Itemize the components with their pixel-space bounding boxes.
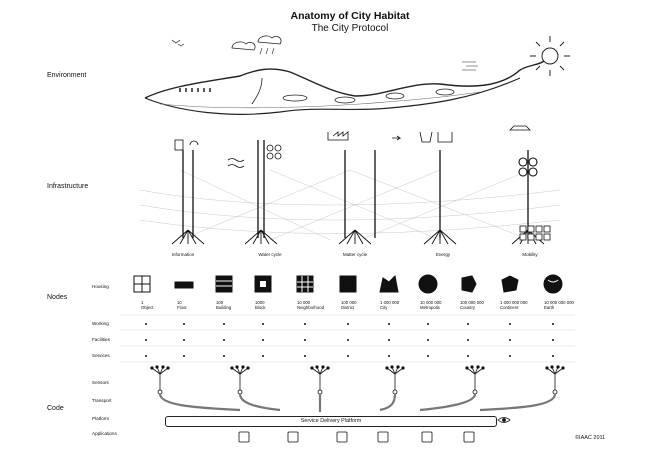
wifi-icon — [189, 140, 199, 146]
object-icon — [133, 275, 151, 293]
sensor-tree-3 — [310, 365, 330, 395]
sensor-tree-5 — [465, 365, 485, 395]
infra-label-mobility: Mobility — [522, 252, 538, 257]
service-delivery-platform-bar: Service Delivery Platform — [165, 416, 497, 427]
stem-information — [182, 150, 194, 238]
river — [251, 77, 263, 105]
mobility-hub-2 — [528, 157, 538, 167]
section-environment: Environment — [47, 72, 87, 79]
mobility-hub-3 — [518, 167, 528, 177]
bird-icon — [171, 39, 185, 47]
copyright: ©IAAC 2011 — [575, 435, 606, 441]
metropolis-icon — [418, 274, 438, 294]
app-icon-1 — [238, 431, 250, 443]
mobility-hub-1 — [518, 157, 528, 167]
building-icon — [215, 275, 233, 293]
row-applications: Applications — [92, 431, 117, 436]
row-working: Working — [92, 321, 109, 326]
row-housing: Housing — [92, 284, 109, 289]
water-filter-icon-3 — [266, 152, 274, 160]
nodes-grid — [120, 314, 575, 363]
cloud-icon — [231, 41, 256, 51]
mobility-hub-4 — [528, 167, 538, 177]
factory-icon — [327, 131, 349, 141]
diagram-title: Anatomy of City Habitat — [290, 10, 410, 22]
power-plant-icon — [419, 131, 453, 143]
node-dots — [145, 323, 554, 357]
roots-energy — [423, 229, 457, 245]
infra-label-energy: Energy — [435, 252, 451, 257]
floor-icon — [174, 281, 194, 289]
transport-pipes — [158, 393, 557, 412]
infra-label-information: Information — [171, 252, 195, 257]
landscape-outline — [144, 57, 549, 99]
row-services: Services — [92, 353, 110, 358]
lake-2 — [334, 96, 356, 104]
app-icon-5 — [421, 431, 433, 443]
rain-drops — [259, 47, 275, 55]
arrow-right-icon — [392, 135, 402, 141]
app-icon-3 — [336, 431, 348, 443]
continent-icon — [501, 275, 519, 293]
app-icon-2 — [287, 431, 299, 443]
row-transport: Transport — [92, 398, 112, 403]
eye-icon — [497, 417, 511, 423]
lake-3 — [385, 92, 405, 100]
sensor-tree-2 — [230, 365, 250, 395]
block-icon — [254, 275, 272, 293]
roots-matter-cycle — [338, 229, 372, 245]
section-infrastructure: Infrastructure — [47, 183, 89, 190]
infra-label-matter-cycle: Matter cycle — [342, 252, 368, 257]
roots-information — [171, 229, 205, 245]
water-filter-icon-1 — [266, 144, 274, 152]
app-icon-6 — [463, 431, 475, 443]
antenna-icon — [174, 139, 184, 151]
rain-cloud-icon — [257, 35, 282, 45]
row-facilities: Facilities — [92, 337, 110, 342]
sensor-tree-1 — [150, 365, 170, 395]
district-icon — [339, 275, 357, 293]
water-filter-icon-4 — [274, 152, 282, 160]
lake-1 — [282, 94, 308, 102]
wind-lines — [462, 61, 478, 71]
infra-label-water-cycle: Water cycle — [258, 252, 282, 257]
mobility-grid — [519, 225, 551, 241]
water-waves-icon — [227, 158, 245, 168]
stem-matter-cycle — [344, 150, 376, 238]
roots-water-cycle — [244, 229, 278, 245]
country-icon — [461, 275, 477, 293]
sun-icon — [530, 36, 570, 76]
section-nodes: Nodes — [47, 294, 68, 301]
sensor-tree-4 — [385, 365, 405, 395]
earth-icon — [543, 274, 563, 294]
app-icon-4 — [377, 431, 389, 443]
lake-4 — [435, 88, 455, 96]
city-icon — [379, 274, 399, 293]
tree-row — [179, 88, 211, 92]
water-filter-icon-2 — [274, 144, 282, 152]
row-sensors: Sensors — [92, 380, 109, 385]
vehicle-icon — [509, 125, 531, 131]
water-surface — [159, 91, 481, 109]
sensor-tree-6 — [545, 365, 565, 395]
section-code: Code — [47, 405, 64, 412]
landscape-base — [144, 77, 521, 115]
row-platform: Platform — [92, 416, 110, 421]
diagram-subtitle: The City Protocol — [311, 23, 389, 34]
infrastructure-web — [139, 169, 561, 241]
stem-water-cycle — [257, 140, 265, 238]
neighborhood-icon — [296, 275, 314, 293]
